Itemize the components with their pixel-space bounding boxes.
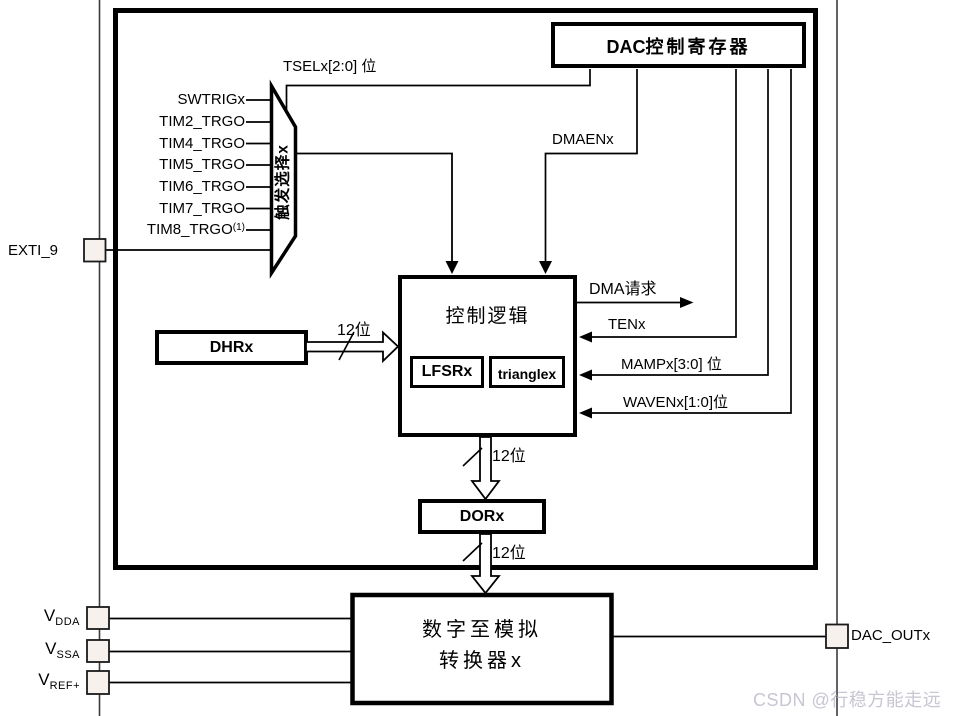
tsel-label: TSELx[2:0] 位 xyxy=(283,58,377,75)
bus-width-label-dor: 12位 xyxy=(492,447,526,465)
dmaen-line xyxy=(544,69,638,263)
exti-label: EXTI_9 xyxy=(8,241,59,259)
trigger-text: TIM6_TRGO xyxy=(159,178,245,195)
dac-register-title: DAC控制寄存器 xyxy=(553,33,804,59)
supply-lines xyxy=(109,617,352,684)
dor-label: DORx xyxy=(459,508,505,525)
trigger-sup: (1) xyxy=(232,222,245,233)
mampx-arrowhead xyxy=(579,369,592,381)
dhr-label: DHRx xyxy=(209,338,254,356)
exti-pin-square xyxy=(83,238,107,263)
csdn-watermark: CSDN @行稳方能走远 xyxy=(753,690,942,710)
trigger-label-tim8: TIM8_TRGO(1) xyxy=(147,221,245,239)
wavenx-label: WAVENx[1:0]位 xyxy=(623,394,729,411)
dhr-bus-slash xyxy=(338,331,355,361)
trigger-arrowhead xyxy=(445,261,459,274)
converter-title: 数字至模拟 转换器x xyxy=(352,615,612,677)
trigger-label-tim7: TIM7_TRGO xyxy=(159,200,245,218)
dor-conv-bus-slash xyxy=(462,542,483,562)
vref-label-name: V xyxy=(38,670,50,689)
dac-out-label: DAC_OUTx xyxy=(851,626,931,644)
vref-label: VREF+ xyxy=(38,669,80,692)
vssa-label-name: V xyxy=(45,639,57,658)
dmaen-arrowhead xyxy=(539,261,552,274)
trigger-text: TIM7_TRGO xyxy=(159,199,245,217)
vdda-label: VDDA xyxy=(43,605,80,628)
dac-register-title-latin: DAC xyxy=(606,37,646,57)
wavenx-arrowhead xyxy=(579,407,592,419)
vssa-pin-square xyxy=(86,639,110,663)
dor-box xyxy=(418,499,546,534)
wavenx-line xyxy=(590,69,792,414)
cl-dor-bus-slash xyxy=(462,447,483,467)
dhr-bus-arrow xyxy=(305,330,400,364)
dac-outer-box xyxy=(113,8,818,570)
tenx-line xyxy=(590,69,737,338)
triangle-label: trianglex xyxy=(497,365,557,382)
trigger-label-swtrig: SWTRIGx xyxy=(178,91,246,109)
trigger-text: TIM5_TRGO xyxy=(159,156,245,173)
dma-request-arrowhead xyxy=(680,297,694,308)
trigger-text: TIM8_TRGO xyxy=(146,221,233,238)
vref-label-sub: REF+ xyxy=(49,680,80,692)
vdda-label-name: V xyxy=(43,606,56,625)
vref-pin-square xyxy=(86,670,110,695)
tenx-label: TENx xyxy=(608,316,646,333)
bus-width-label-conv: 12位 xyxy=(492,544,526,562)
dac-register-box xyxy=(551,22,806,68)
mampx-label: MAMPx[3:0] 位 xyxy=(621,355,722,373)
vdda-label-sub: DDA xyxy=(55,616,80,628)
cl-dor-bus-arrow xyxy=(470,436,501,501)
lfsr-label: LFSRx xyxy=(421,363,473,380)
trigger-label-tim5: TIM5_TRGO xyxy=(159,156,245,174)
mampx-line xyxy=(590,69,769,376)
bus-width-label-dhr: 12位 xyxy=(337,322,371,339)
dor-conv-bus-arrow xyxy=(470,533,501,595)
vdda-pin-square xyxy=(86,606,110,630)
converter-title-line1: 数字至模拟 xyxy=(422,619,542,641)
tsel-line xyxy=(285,69,591,113)
dmaen-label: DMAENx xyxy=(552,130,614,148)
trigger-mux-shape xyxy=(269,79,298,279)
triangle-box xyxy=(489,356,565,388)
trigger-mux-label: 触发选择x xyxy=(274,144,292,220)
trigger-input-lines xyxy=(246,99,272,231)
lfsr-box xyxy=(410,356,484,388)
trigger-text: SWTRIGx xyxy=(177,91,246,108)
trigger-text: TIM2_TRGO xyxy=(159,113,245,130)
tenx-arrowhead xyxy=(579,331,592,343)
trigger-label-tim6: TIM6_TRGO xyxy=(159,178,245,196)
trigger-text: TIM4_TRGO xyxy=(159,134,245,152)
vssa-label: VSSA xyxy=(45,638,80,661)
converter-title-line2: 转换器x xyxy=(439,650,525,672)
trigger-output-line xyxy=(295,152,453,263)
vssa-label-sub: SSA xyxy=(56,649,80,661)
dacout-pin-square xyxy=(825,623,849,649)
converter-box xyxy=(350,592,614,706)
dma-request-label: DMA请求 xyxy=(589,281,657,298)
trigger-label-tim2: TIM2_TRGO xyxy=(159,113,245,131)
dac-register-title-cn: 控制寄存器 xyxy=(645,37,751,57)
trigger-label-tim4: TIM4_TRGO xyxy=(159,135,245,153)
dhr-box xyxy=(155,330,308,365)
control-logic-title: 控制逻辑 xyxy=(445,306,530,327)
